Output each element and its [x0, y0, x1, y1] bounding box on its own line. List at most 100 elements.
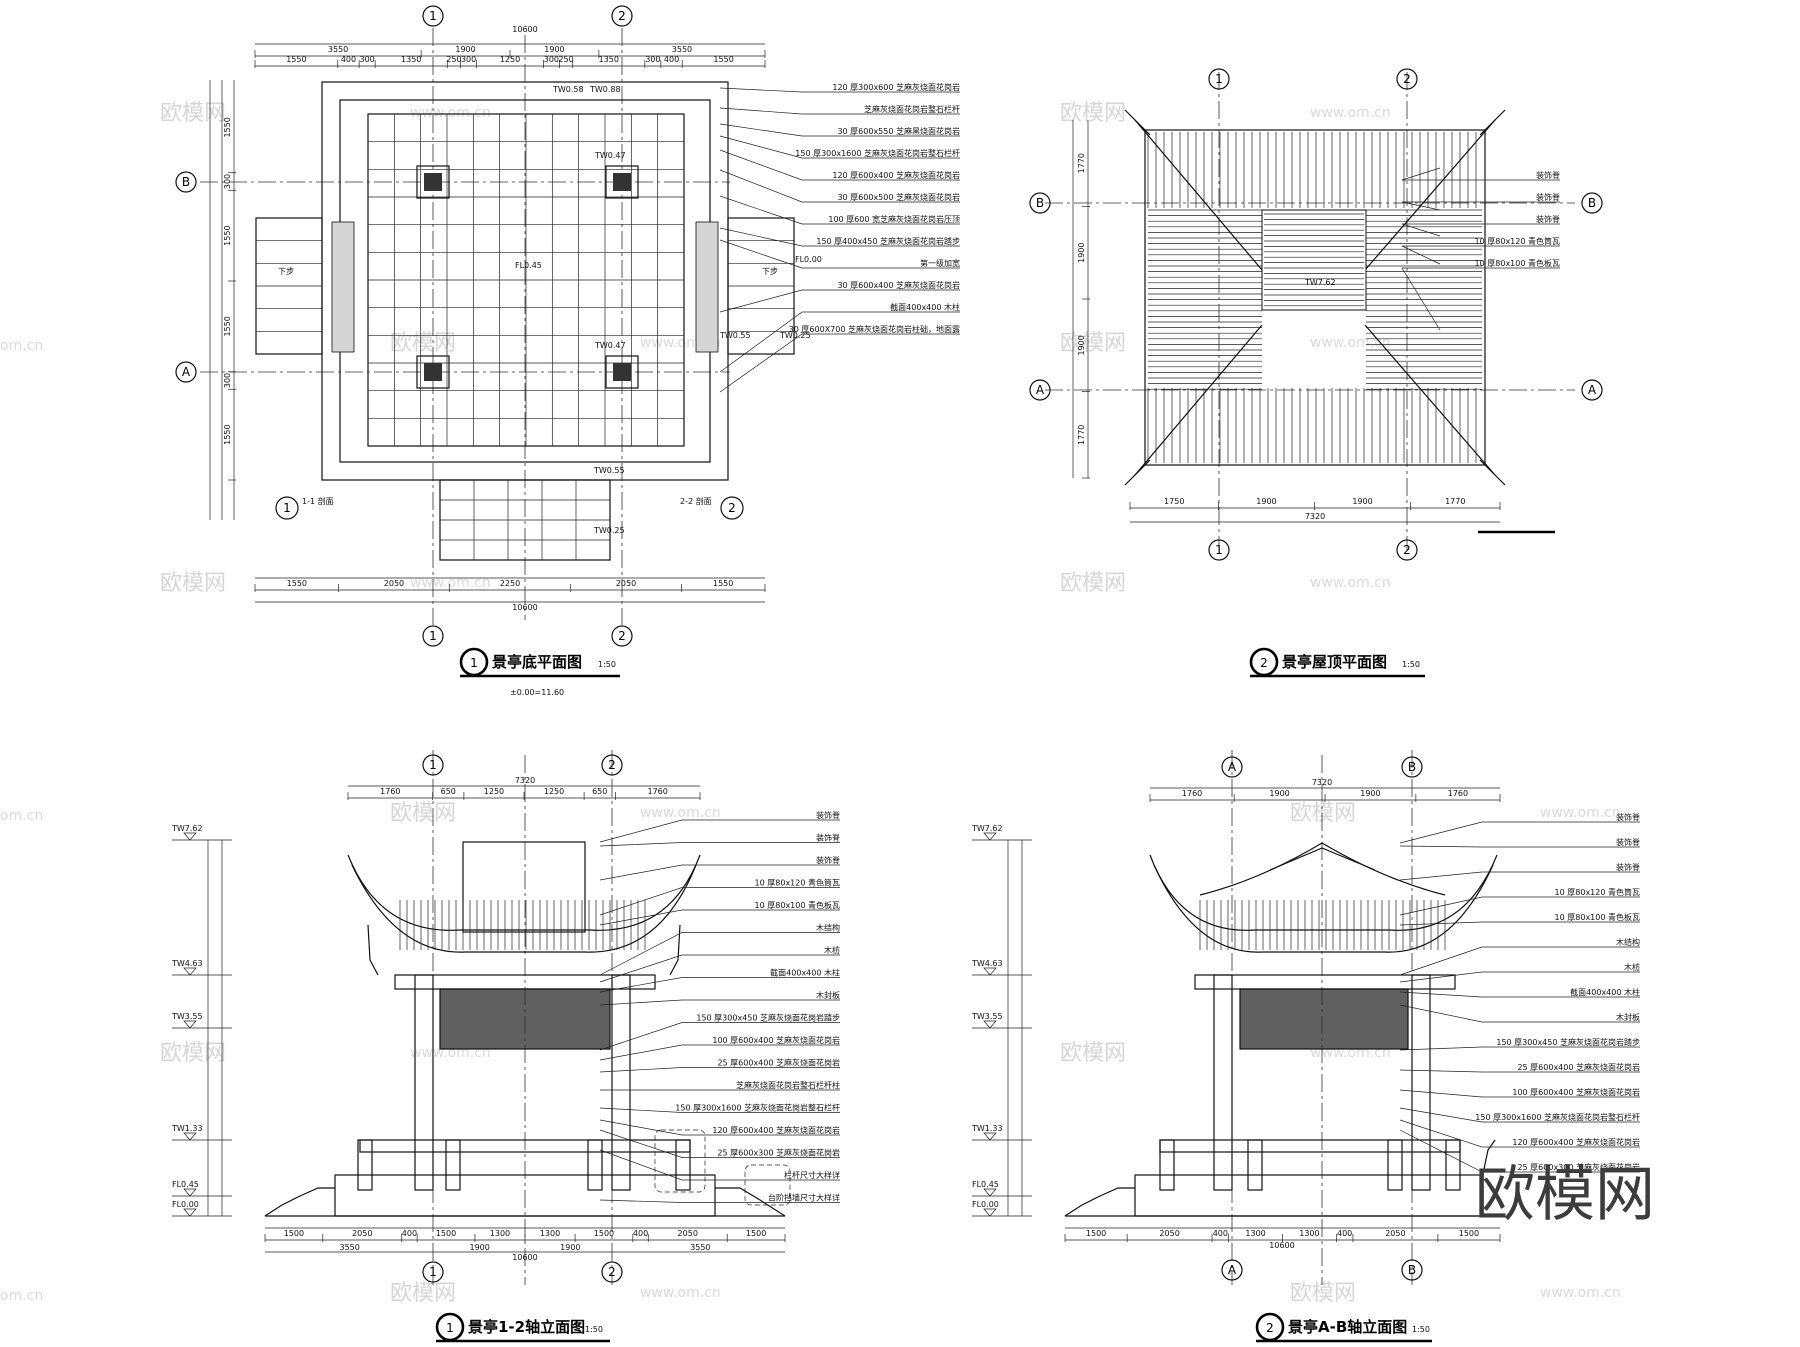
leader-line	[1399, 971, 1640, 983]
leader-line	[719, 87, 960, 93]
leader-line	[719, 149, 960, 181]
dimension-text: 3550	[328, 45, 348, 54]
leader-line	[1399, 821, 1640, 844]
leader-line	[719, 289, 960, 313]
watermark-site: www.om.cn	[1540, 1285, 1621, 1301]
material-note: 10 厚80x100 青色板瓦	[1555, 912, 1640, 922]
dimension-total: 7320	[1305, 512, 1325, 521]
elevation-base	[1064, 1139, 1500, 1217]
material-note: 芝麻灰烧面花岗岩整石栏杆柱	[736, 1080, 840, 1090]
section-label: 1-1 剖面	[302, 496, 334, 506]
leader-line	[719, 333, 960, 393]
material-note: 截面400x400 木柱	[1570, 987, 1640, 997]
leader-line	[599, 1067, 840, 1073]
leader-line	[1399, 921, 1640, 926]
dimension-text: 2050	[1385, 1229, 1405, 1238]
leader-line	[599, 864, 840, 881]
dimension-text: 1500	[284, 1229, 304, 1238]
brand-logo: 欧模网	[1475, 1160, 1655, 1230]
dimension-text: 1500	[746, 1229, 766, 1238]
dimension-text: 1770	[1077, 153, 1086, 173]
dimension-text: 300	[544, 55, 559, 64]
leader-line	[719, 227, 960, 247]
dimension-text: 1900	[1077, 242, 1086, 262]
leader-line	[599, 887, 840, 916]
material-note: 装饰脊	[1536, 170, 1560, 180]
dimension-total: 7320	[1312, 778, 1332, 787]
material-note: 木枋	[824, 945, 840, 955]
level-marker: TW1.33	[171, 1124, 203, 1133]
material-note: 150 厚300x1600 芝麻灰烧面花岗岩整石栏杆	[1475, 1112, 1640, 1122]
axis-label: B	[1408, 760, 1416, 774]
section-label: 2-2 剖面	[680, 496, 712, 506]
level-marker: TW4.63	[971, 959, 1003, 968]
view-number: 1	[470, 656, 478, 670]
dimension-text: 1900	[469, 1243, 489, 1252]
level-marker: FL0.00	[172, 1200, 199, 1209]
material-note: 25 厚600x400 芝麻灰烧面花岗岩	[717, 1058, 840, 1068]
watermark-site: www.om.cn	[410, 105, 491, 121]
view-title: 景亭A-B轴立面图	[1288, 1318, 1407, 1336]
dimension-total: 10600	[512, 25, 537, 34]
material-note: 150 厚300x450 芝麻灰烧面花岗岩踏步	[1496, 1037, 1640, 1047]
dimension-text: 1550	[287, 579, 307, 588]
material-note: 10 厚80x100 青色板瓦	[755, 900, 840, 910]
level-marker: TW3.55	[971, 1012, 1003, 1021]
leader-line	[599, 1149, 840, 1181]
watermark-brand: 欧模网	[160, 1041, 226, 1066]
level-marker: TW4.63	[171, 959, 203, 968]
material-note: 装饰脊	[1536, 192, 1560, 202]
dimension-text: 1900	[1269, 789, 1289, 798]
material-note: 120 厚300x600 芝麻灰烧面花岗岩	[832, 82, 960, 92]
dimension-text: 1900	[1360, 789, 1380, 798]
watermark-brand: 欧模网	[390, 331, 456, 356]
leader-line	[1401, 267, 1560, 331]
leader-line	[719, 169, 960, 203]
dimension-text: 1500	[594, 1229, 614, 1238]
dimension-text: 2050	[352, 1229, 372, 1238]
level-triangle	[183, 1020, 197, 1029]
level-triangle	[983, 1188, 997, 1197]
level-triangle	[183, 1132, 197, 1141]
step-label: 下步	[762, 267, 778, 276]
level-marker: TW7.62	[971, 824, 1003, 833]
axis-label: B	[1588, 196, 1596, 210]
level-triangle	[983, 967, 997, 976]
view-scale: 1:50	[1412, 1325, 1430, 1334]
material-note: 25 厚600x300 芝麻灰烧面花岗岩	[717, 1148, 840, 1158]
roof-tile-pattern	[399, 900, 646, 950]
axis-label: B	[1408, 1263, 1416, 1277]
material-note: 装饰脊	[816, 855, 840, 865]
leader-line	[719, 239, 960, 269]
dimension-text: 2250	[500, 579, 520, 588]
watermark-site: www.om.cn	[1310, 335, 1391, 351]
material-note: 截面400x400 木柱	[770, 968, 840, 978]
level-triangle	[183, 1208, 197, 1217]
roof-tile-pattern	[1199, 900, 1446, 950]
material-note: 150 厚300x450 芝麻灰烧面花岗岩踏步	[696, 1013, 840, 1023]
dimension-text: 3550	[672, 45, 692, 54]
dimension-text: 3550	[339, 1243, 359, 1252]
axis-label: A	[1228, 1263, 1237, 1277]
level-triangle	[183, 832, 197, 841]
leader-line	[719, 123, 960, 137]
dimension-text: 1900	[1077, 335, 1086, 355]
elevation-roof	[1149, 842, 1498, 1050]
leader-line	[719, 135, 960, 159]
leader-line	[599, 999, 840, 1006]
watermark-site-edge: om.cn	[0, 338, 43, 354]
material-note: 10 厚80x120 青色筒瓦	[755, 878, 840, 888]
leader-line	[1399, 896, 1640, 916]
material-note: 芝麻灰烧面花岗岩整石栏杆	[864, 104, 960, 114]
watermark-brand: 欧模网	[1290, 801, 1356, 826]
dimension-text: 250	[558, 55, 573, 64]
leader-line	[1399, 1129, 1640, 1173]
axis-label: 1	[1215, 72, 1223, 86]
watermark-site: www.om.cn	[640, 805, 721, 821]
dimension-text: 1900	[544, 45, 564, 54]
watermark-site: www.om.cn	[1540, 805, 1621, 821]
dimension-total: 10600	[512, 603, 537, 612]
